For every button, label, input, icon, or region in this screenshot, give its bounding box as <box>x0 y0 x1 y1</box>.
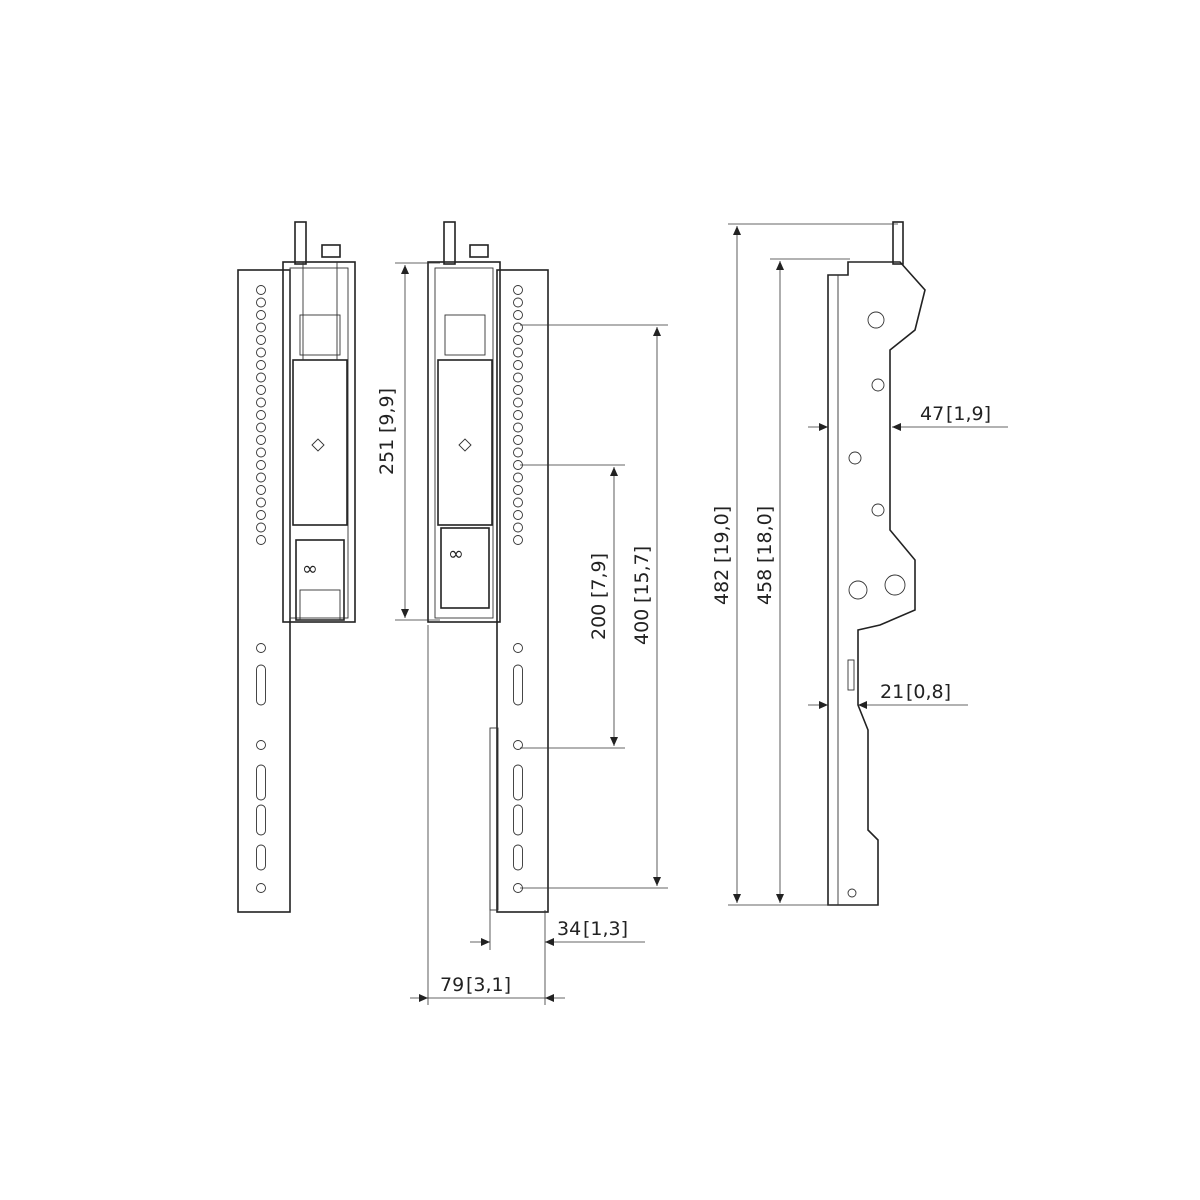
side-view <box>827 221 926 906</box>
rail-hole <box>513 485 523 495</box>
dim-79-in: [3,1] <box>466 974 511 996</box>
rail-hole <box>513 447 523 458</box>
dim-34-mm: 34 <box>557 918 581 940</box>
rail-hole <box>256 435 266 445</box>
rail-hole <box>513 397 523 408</box>
rail-hole <box>513 510 523 520</box>
rail-hole <box>256 535 266 545</box>
rail-slot <box>256 804 266 836</box>
rail-hole <box>256 460 266 470</box>
rail-hole <box>256 285 266 295</box>
dim-458-mm: 458 <box>754 569 776 605</box>
rail-hole <box>256 497 266 508</box>
dim-21-mm: 21 <box>880 681 904 703</box>
rail-hole <box>256 347 266 358</box>
rail-hole <box>513 372 523 383</box>
rail-hole <box>256 297 266 308</box>
dim-21-in: [0,8] <box>906 681 951 703</box>
rail-hole <box>513 435 523 445</box>
brand-logo: ∞ <box>302 558 318 580</box>
rail-hole <box>256 335 266 345</box>
dim-79-mm: 79 <box>440 974 464 996</box>
rail-hole <box>256 397 266 408</box>
rail-slot <box>256 664 266 706</box>
rail-hole <box>256 385 266 395</box>
dimension-47: 47 [1,9] <box>808 403 1008 431</box>
rail-hole <box>513 410 523 420</box>
rail-hole <box>256 372 266 383</box>
dimension-34: 34 [1,3] <box>470 900 645 1005</box>
rail-hole <box>513 385 523 395</box>
dimension-458: 458 [18,0] <box>754 258 850 903</box>
dimension-251: 251 [9,9] <box>376 262 440 621</box>
rail-hole <box>256 510 266 520</box>
rail-slot <box>513 664 523 706</box>
rail-hole <box>513 643 523 653</box>
dim-34-in: [1,3] <box>583 918 628 940</box>
dim-482-mm: 482 <box>711 569 733 605</box>
rail-hole <box>513 535 523 545</box>
rail-hole <box>256 740 266 750</box>
rail-hole <box>513 322 523 333</box>
dimension-79: 79 [3,1] <box>410 625 565 1005</box>
dimension-21: 21 [0,8] <box>808 681 968 709</box>
dim-47-mm: 47 <box>920 403 944 425</box>
rail-hole <box>256 485 266 495</box>
brand-logo: ∞ <box>448 543 464 565</box>
rail-hole <box>256 422 266 433</box>
rail-hole <box>513 422 523 433</box>
rail-hole <box>256 310 266 320</box>
dimension-400: 400 [15,7] <box>520 324 668 889</box>
rail-hole <box>256 472 266 483</box>
front-view-middle: ∞ <box>427 221 549 913</box>
rail-slot <box>256 844 266 871</box>
dimension-200: 200 [7,9] <box>520 464 625 749</box>
rail-hole <box>513 497 523 508</box>
rail-hole <box>256 360 266 370</box>
rail-slot <box>513 804 523 836</box>
rail-hole <box>513 335 523 345</box>
rail-hole <box>256 410 266 420</box>
rail-slot <box>256 764 266 801</box>
dim-47-in: [1,9] <box>946 403 991 425</box>
dim-200-in: [7,9] <box>588 553 610 598</box>
dim-251-in: [9,9] <box>376 388 398 433</box>
rail-hole <box>256 883 266 893</box>
dim-200-mm: 200 <box>588 604 610 640</box>
dim-482-in: [19,0] <box>711 506 733 563</box>
dim-458-in: [18,0] <box>754 506 776 563</box>
rail-hole <box>513 522 523 533</box>
rail-hole <box>513 285 523 295</box>
rail-hole <box>513 297 523 308</box>
dim-400-mm: 400 <box>631 609 653 645</box>
rail-hole <box>513 472 523 483</box>
rail-hole <box>256 643 266 653</box>
rail-slot <box>513 844 523 871</box>
rail-hole <box>256 522 266 533</box>
front-view-left: ∞ <box>237 221 356 913</box>
rail-hole <box>256 447 266 458</box>
rail-hole <box>513 740 523 750</box>
rail-hole <box>256 322 266 333</box>
rail-slot <box>513 764 523 801</box>
dim-251-mm: 251 <box>376 439 398 475</box>
rail-hole <box>513 360 523 370</box>
dim-400-in: [15,7] <box>631 546 653 603</box>
dimension-482: 482 [19,0] <box>711 223 898 906</box>
rail-hole <box>513 310 523 320</box>
rail-hole <box>513 347 523 358</box>
